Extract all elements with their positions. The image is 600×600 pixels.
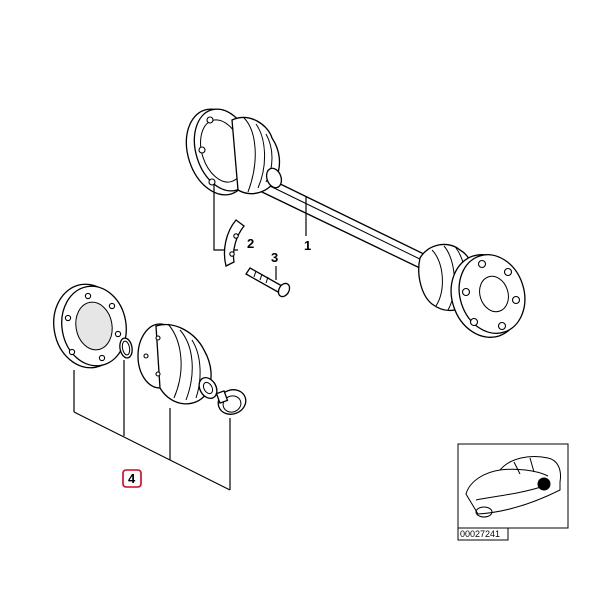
bolt[interactable] — [245, 267, 292, 299]
callout-3[interactable]: 3 — [271, 250, 278, 265]
callout-4-highlight — [122, 469, 142, 488]
callout-2[interactable]: 2 — [247, 236, 254, 251]
gasket-ring — [53, 283, 127, 369]
kit-leader-lines — [73, 360, 231, 491]
repair-kit[interactable] — [47, 279, 249, 418]
snap-ring — [119, 337, 133, 359]
inner-boot — [231, 116, 283, 195]
hose-clamp — [215, 389, 247, 415]
vehicle-reference-thumbnail: 00027241 — [457, 443, 569, 541]
lock-plate[interactable] — [223, 219, 245, 267]
callout-1[interactable]: 1 — [304, 238, 311, 253]
outer-joint-flange — [450, 254, 526, 338]
drive-shaft-assembly[interactable] — [176, 101, 535, 347]
reference-code: 00027241 — [460, 529, 500, 539]
callout-4[interactable]: 4 — [128, 471, 136, 486]
joint-boot — [137, 323, 218, 405]
